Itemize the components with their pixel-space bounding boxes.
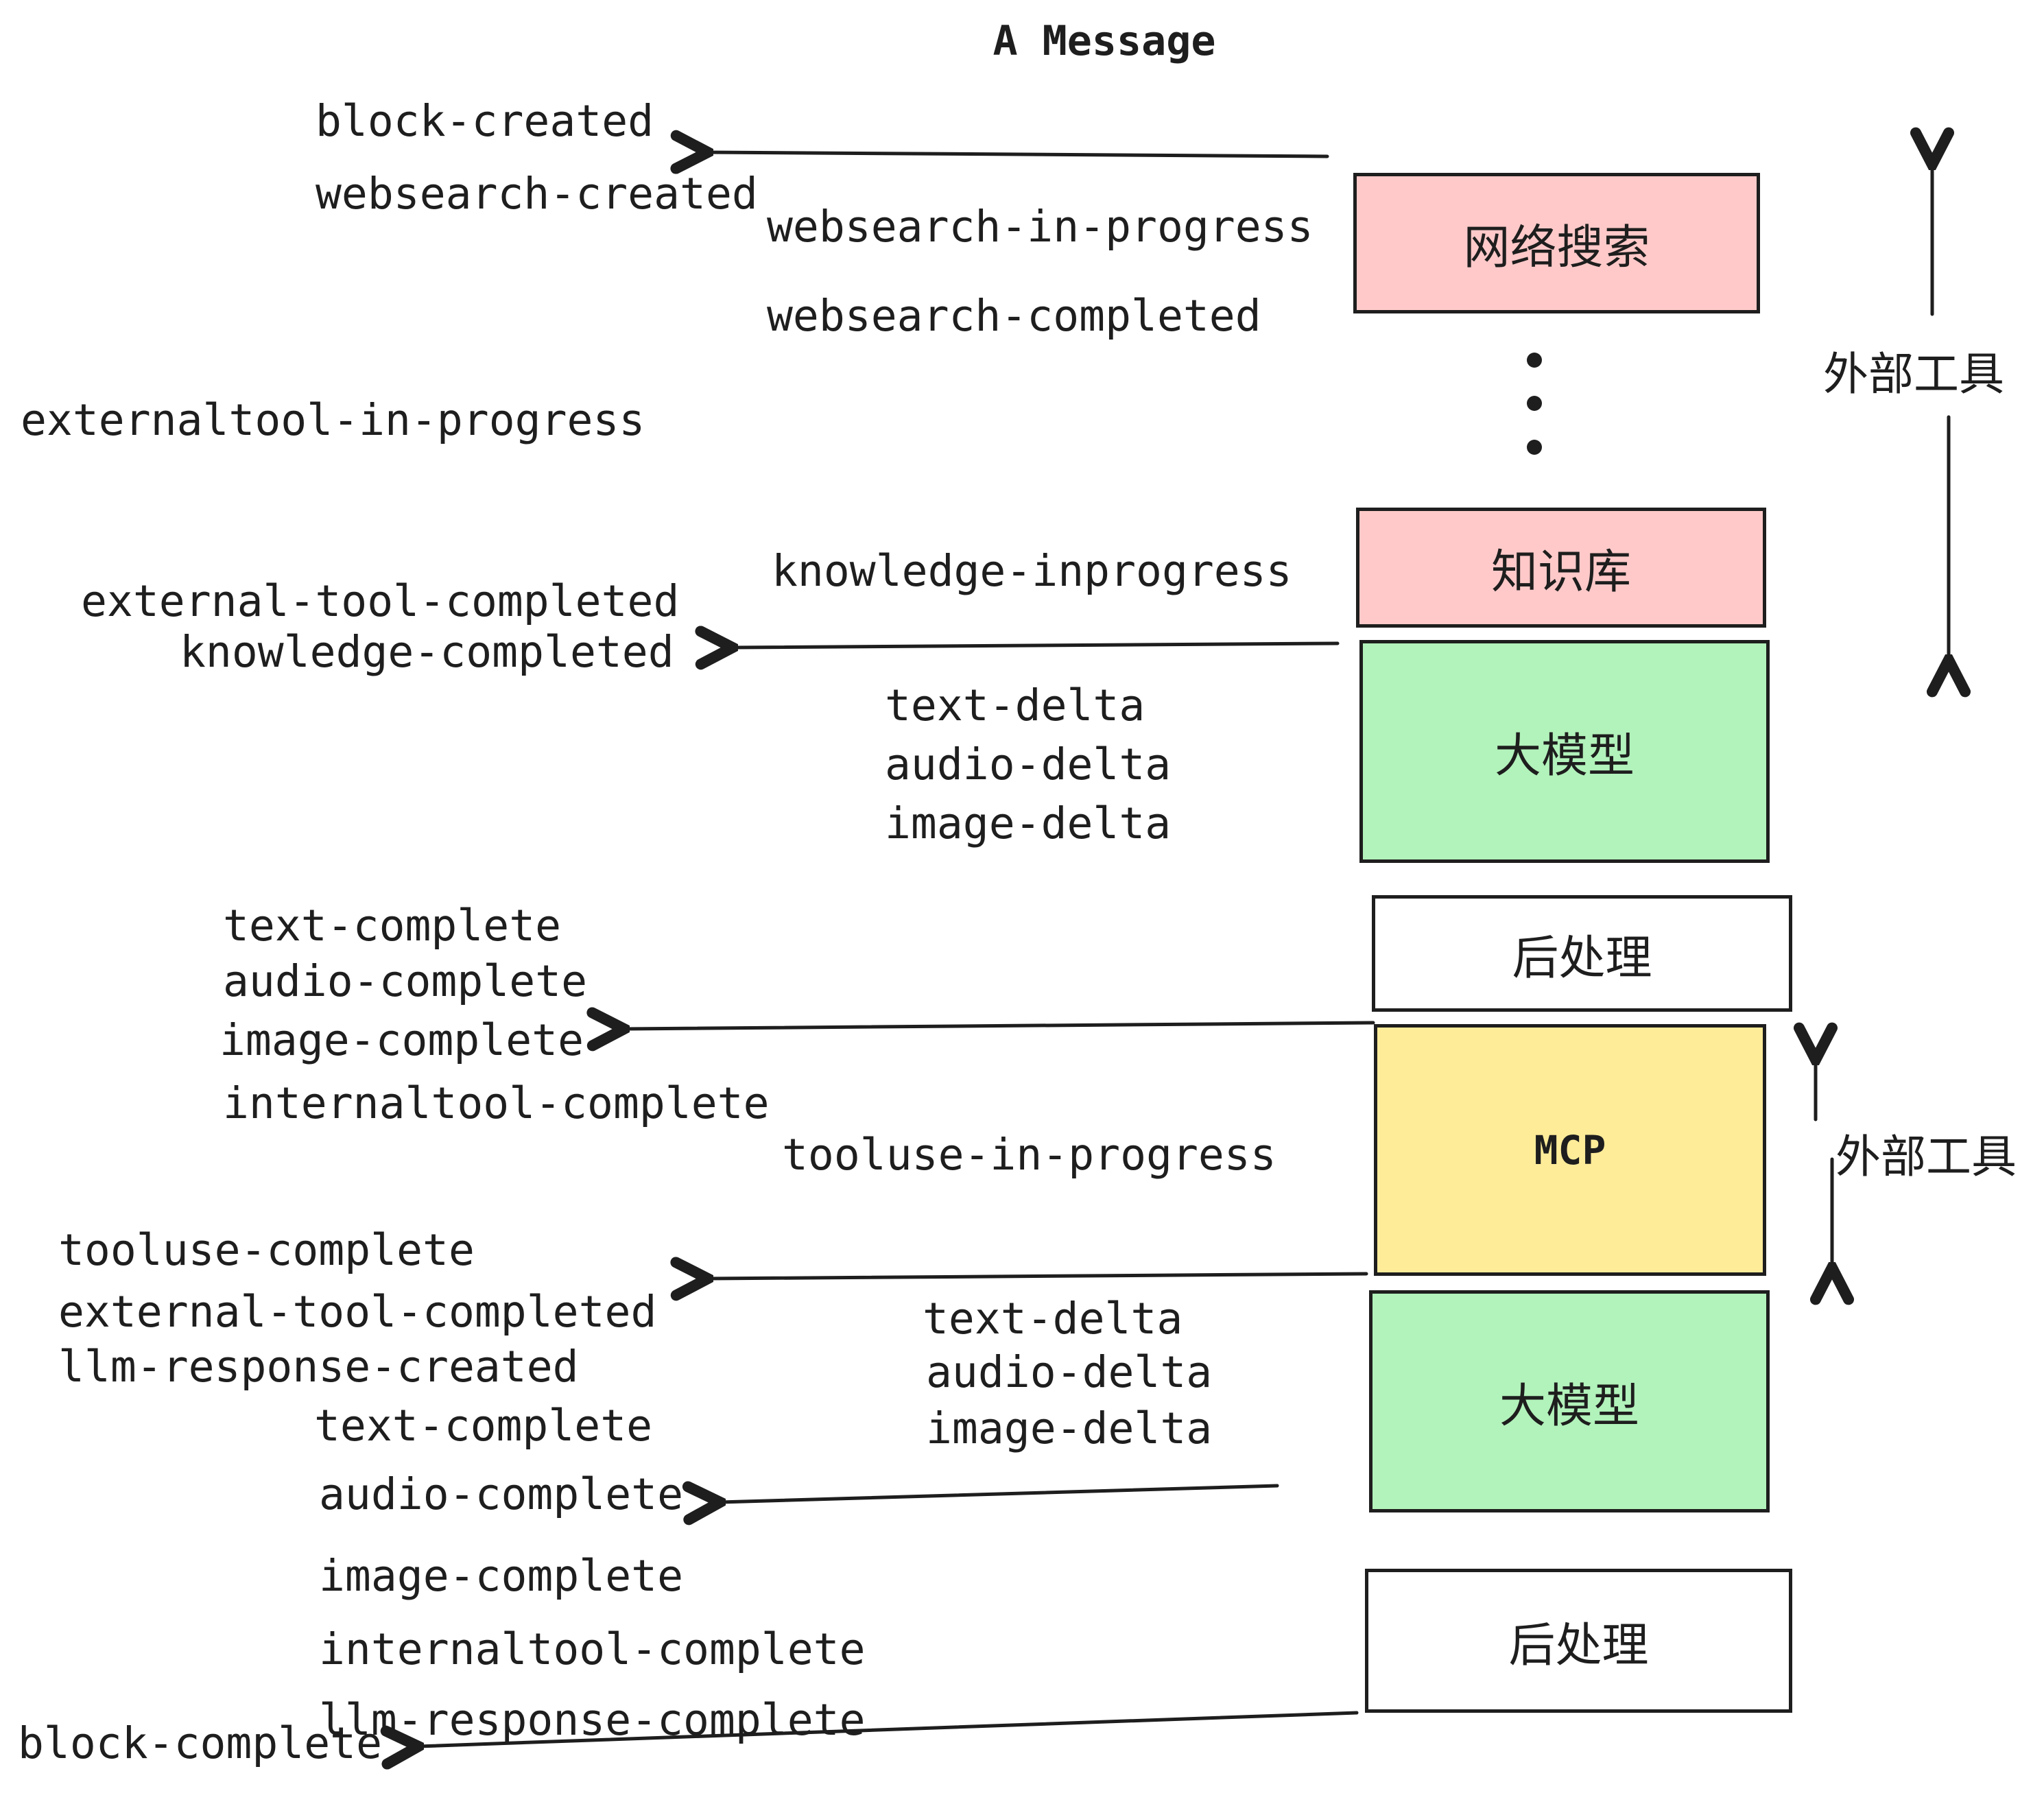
page-title: A Message [993, 17, 1216, 65]
event-label-websearch-created: websearch-created [316, 169, 758, 219]
event-label-audio-complete: audio-complete [223, 956, 588, 1006]
event-label-image-complete-2: image-complete [319, 1551, 684, 1601]
event-label-image-delta-2: image-delta [926, 1403, 1213, 1453]
event-label-external-tool-completed-2: external-tool-completed [58, 1287, 657, 1337]
box-llm-1: 大模型 [1359, 640, 1770, 863]
ellipsis-dot [1527, 353, 1542, 368]
box-websearch: 网络搜索 [1353, 173, 1760, 313]
left-arrow-websearch-created-icon [708, 152, 1329, 156]
event-label-block-complete: block-complete [18, 1718, 383, 1768]
event-label-llm-response-created: llm-response-created [58, 1342, 579, 1392]
box-mcp: MCP [1374, 1024, 1766, 1276]
event-label-text-complete-2: text-complete [314, 1401, 653, 1451]
event-label-knowledge-completed: knowledge-completed [180, 627, 674, 677]
ellipsis-dot [1527, 396, 1542, 411]
ellipsis-dot [1527, 440, 1542, 455]
left-arrow-audio-complete-icon [720, 1486, 1279, 1502]
event-label-audio-delta: audio-delta [885, 739, 1172, 790]
event-label-image-delta: image-delta [885, 798, 1172, 848]
event-label-tooluse-in-progress: tooluse-in-progress [782, 1130, 1276, 1180]
event-label-external-tool-completed: external-tool-completed [81, 576, 680, 626]
event-label-llm-response-complete: llm-response-complete [319, 1695, 866, 1745]
box-post-processing-1: 后处理 [1372, 895, 1792, 1012]
left-arrow-tooluse-complete-icon [708, 1274, 1368, 1279]
event-label-audio-delta-2: audio-delta [926, 1347, 1213, 1397]
box-knowledge-base: 知识库 [1356, 508, 1766, 628]
box-post-processing-2: 后处理 [1365, 1569, 1792, 1713]
left-arrow-knowledge-completed-icon [733, 643, 1340, 648]
event-label-block-created: block-created [316, 96, 654, 146]
left-arrow-image-complete-icon [624, 1023, 1375, 1029]
event-label-tooluse-complete: tooluse-complete [58, 1225, 475, 1275]
event-label-websearch-in-progress: websearch-in-progress [767, 202, 1314, 252]
event-label-text-complete: text-complete [223, 901, 562, 951]
event-label-internaltool-complete: internaltool-complete [223, 1078, 770, 1128]
event-label-audio-complete-2: audio-complete [319, 1469, 684, 1519]
event-label-text-delta-2: text-delta [923, 1294, 1183, 1344]
external-tools-label-2: 外部工具 [1835, 1130, 2017, 1183]
event-label-text-delta: text-delta [885, 680, 1145, 731]
box-llm-2: 大模型 [1369, 1290, 1770, 1512]
external-tools-label-1: 外部工具 [1823, 348, 2004, 401]
event-label-knowledge-inprogress: knowledge-inprogress [772, 546, 1292, 596]
event-label-image-complete: image-complete [219, 1015, 584, 1065]
event-label-internaltool-complete-2: internaltool-complete [319, 1624, 866, 1674]
event-label-websearch-completed: websearch-completed [767, 291, 1261, 341]
event-label-externaltool-in-progress: externaltool-in-progress [21, 395, 645, 445]
